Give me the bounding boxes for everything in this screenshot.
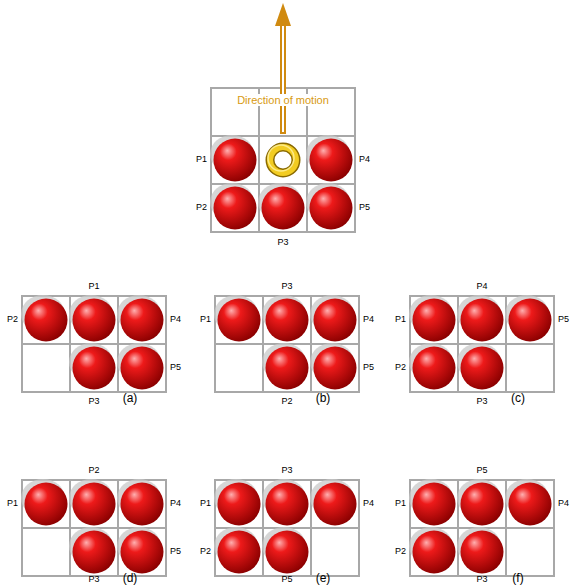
sphere <box>457 479 504 526</box>
position-label: P2 <box>196 203 207 213</box>
motion-arrow <box>275 3 291 134</box>
lattice-grid <box>21 295 166 392</box>
arrow-head <box>275 3 291 26</box>
panel-letter: (c) <box>511 392 525 405</box>
position-label: P3 <box>277 238 288 248</box>
arrow-shaft <box>282 24 284 132</box>
panel-letter: (a) <box>123 392 138 405</box>
sphere <box>214 295 261 342</box>
sphere <box>262 295 309 342</box>
position-label: P3 <box>476 575 487 585</box>
sphere <box>505 479 552 526</box>
sphere <box>69 295 116 342</box>
lattice-grid <box>21 479 166 576</box>
sphere <box>21 479 68 526</box>
sphere <box>214 527 261 574</box>
sphere <box>117 295 164 342</box>
position-label: P4 <box>363 499 374 509</box>
position-label: P1 <box>200 499 211 509</box>
sphere <box>409 479 456 526</box>
lattice-grid <box>409 479 554 576</box>
position-label: P5 <box>170 547 181 557</box>
position-label: P3 <box>88 397 99 407</box>
position-label: P4 <box>558 499 569 509</box>
sphere <box>69 343 116 390</box>
sphere <box>262 343 309 390</box>
sphere <box>306 135 353 182</box>
panel-letter: (d) <box>123 572 138 585</box>
sphere <box>69 527 116 574</box>
lattice-grid <box>214 479 359 576</box>
position-label: P5 <box>359 203 370 213</box>
sphere <box>214 479 261 526</box>
grid-lines <box>410 480 554 576</box>
position-label: P1 <box>88 282 99 292</box>
sphere <box>306 183 353 230</box>
sphere <box>117 479 164 526</box>
position-label: P4 <box>359 155 370 165</box>
arrow-shaft <box>280 22 286 134</box>
position-label: P5 <box>476 466 487 476</box>
vacancy-ring <box>268 145 294 171</box>
position-label: P4 <box>476 282 487 292</box>
direction-label: Direction of motion <box>235 94 331 106</box>
sphere <box>262 479 309 526</box>
position-label: P2 <box>395 363 406 373</box>
position-label: P2 <box>88 466 99 476</box>
lattice-grid <box>409 295 554 392</box>
sphere <box>310 343 357 390</box>
position-label: P1 <box>7 499 18 509</box>
position-label: P4 <box>170 315 181 325</box>
panel-letter: (f) <box>512 572 523 585</box>
position-label: P3 <box>281 466 292 476</box>
position-label: P5 <box>363 363 374 373</box>
position-label: P1 <box>395 499 406 509</box>
grid-lines <box>215 480 359 576</box>
panel-letter: (e) <box>316 572 331 585</box>
lattice-grid <box>214 295 359 392</box>
sphere <box>262 527 309 574</box>
panel-letter: (b) <box>316 392 331 405</box>
sphere <box>258 183 305 230</box>
position-label: P4 <box>363 315 374 325</box>
position-label: P1 <box>395 315 406 325</box>
position-label: P2 <box>7 315 18 325</box>
grid-lines <box>22 480 166 576</box>
position-label: P5 <box>281 575 292 585</box>
position-label: P4 <box>170 499 181 509</box>
sphere <box>409 343 456 390</box>
sphere <box>409 527 456 574</box>
position-label: P3 <box>88 575 99 585</box>
grid-lines <box>215 296 359 392</box>
grid-lines <box>22 296 166 392</box>
sphere <box>310 295 357 342</box>
sphere <box>117 343 164 390</box>
position-label: P3 <box>281 282 292 292</box>
sphere <box>21 295 68 342</box>
sphere <box>69 479 116 526</box>
position-label: P1 <box>200 315 211 325</box>
sphere <box>117 527 164 574</box>
position-label: P3 <box>476 397 487 407</box>
position-label: P5 <box>170 363 181 373</box>
position-label: P2 <box>395 547 406 557</box>
position-label: P1 <box>196 155 207 165</box>
sphere <box>210 135 257 182</box>
sphere <box>210 183 257 230</box>
grid-lines <box>410 296 554 392</box>
sphere <box>310 479 357 526</box>
position-label: P2 <box>200 547 211 557</box>
position-label: P5 <box>558 315 569 325</box>
sphere <box>457 527 504 574</box>
sphere <box>457 343 504 390</box>
sphere <box>505 295 552 342</box>
position-label: P2 <box>281 397 292 407</box>
sphere <box>409 295 456 342</box>
sphere <box>457 295 504 342</box>
